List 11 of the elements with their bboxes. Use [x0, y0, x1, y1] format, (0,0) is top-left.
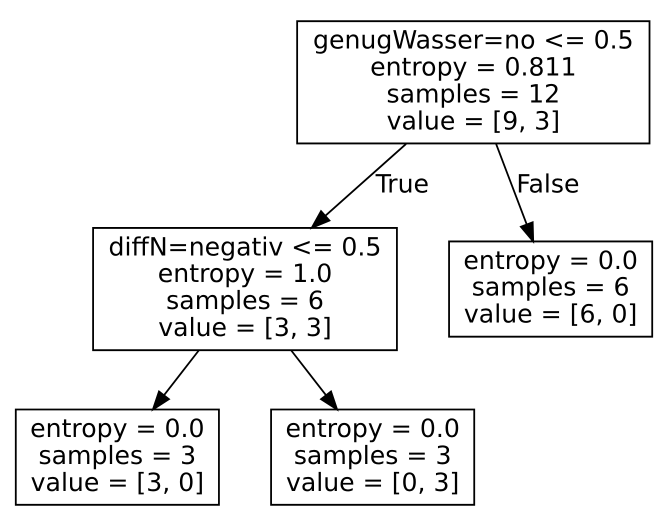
- node-box: genugWasser=no <= 0.5 entropy = 0.811 samples = 12 value = [9, 3]: [296, 20, 650, 144]
- node-box: diffN=negativ <= 0.5 entropy = 1.0 samples = 6 value = [3, 3]: [92, 227, 398, 352]
- edge-label: False: [516, 169, 580, 198]
- node-box: entropy = 0.0 samples = 3 value = [3, 0]: [14, 408, 220, 506]
- node-box: entropy = 0.0 samples = 3 value = [0, 3]: [270, 408, 476, 506]
- edge-label: True: [376, 169, 430, 198]
- arrow: [290, 350, 339, 412]
- arrow: [495, 144, 534, 244]
- arrow: [151, 350, 200, 412]
- arrow: [310, 143, 407, 230]
- node-box: entropy = 0.0 samples = 6 value = [6, 0]: [448, 240, 654, 338]
